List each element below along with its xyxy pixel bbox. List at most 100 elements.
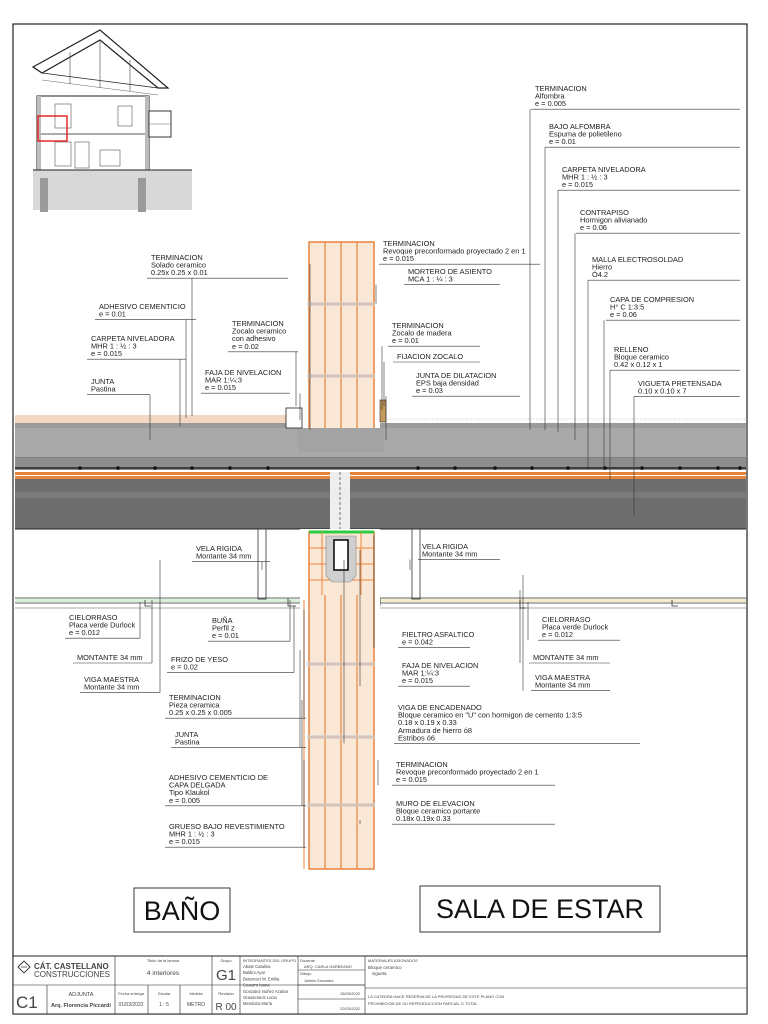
rebar-dot bbox=[566, 466, 570, 470]
title-caption: Titulo de la lamina bbox=[147, 958, 180, 963]
rebar-dot bbox=[716, 466, 720, 470]
label-line: EPS baja densidad bbox=[416, 379, 479, 388]
label-line: TERMINACION bbox=[151, 253, 203, 262]
label-line: MONTANTE 34 mm bbox=[533, 653, 599, 662]
label-line: ADHESIVO CEMENTICIO bbox=[99, 302, 186, 311]
label-line: TERMINACION bbox=[396, 760, 448, 769]
label-line: TERMINACION bbox=[383, 239, 435, 248]
label-line: MONTANTE 34 mm bbox=[77, 653, 143, 662]
key-plan-house-section bbox=[31, 29, 192, 212]
label-line: e = 0.015 bbox=[91, 349, 122, 358]
legal-line-2: PROHIBICION DE SU REPRODUCCION PARCIAL O… bbox=[368, 1001, 478, 1006]
label-line: e = 0.015 bbox=[402, 676, 433, 685]
key-plan-highlight-box bbox=[37, 115, 68, 142]
label-line: Montante 34 mm bbox=[196, 552, 251, 561]
member-name: Gonzalez Nuñez Azahar bbox=[243, 989, 289, 994]
members-caption: INTEGRANTES DEL GRUPO bbox=[243, 958, 296, 963]
label-line: ADHESIVO CEMENTICIO DE bbox=[169, 773, 268, 782]
label-line: Alfombra bbox=[535, 92, 565, 101]
logo-line1: CÁT. CASTELLANO bbox=[34, 962, 109, 971]
label-line: CIELORRASO bbox=[69, 613, 118, 622]
room-sala-box bbox=[419, 885, 661, 933]
label-line: VELA RIGIDA bbox=[422, 542, 468, 551]
label-line: e = 0.015 bbox=[383, 254, 414, 263]
label-line: MHR 1 : ½ : 3 bbox=[91, 342, 137, 351]
label-line: GRUESO BAJO REVESTIMIENTO bbox=[169, 822, 285, 831]
label-line: e = 0.03 bbox=[416, 386, 443, 395]
label-line: Tipo Klaukol bbox=[169, 788, 210, 797]
label-line: 0.10 x 0.10 x 7 bbox=[638, 387, 686, 396]
group-value: G1 bbox=[216, 967, 236, 984]
labels-left-lower-3: MONTANTE 34 mm bbox=[77, 653, 143, 662]
title-value: 4 interiores bbox=[147, 970, 180, 977]
rebar-dot bbox=[116, 466, 120, 470]
label-line: MAR 1:¼:3 bbox=[402, 669, 439, 678]
label-line: FAJA DE NIVELACION bbox=[205, 368, 281, 377]
materials-caption: MATERIALES ASIGNADOS bbox=[368, 958, 418, 963]
room-sala-de-estar: SALA DE ESTAR bbox=[436, 894, 644, 924]
label-line: e = 0.015 bbox=[562, 180, 593, 189]
label-line: CAPA DELGADA bbox=[169, 781, 226, 790]
label-line: CARPETA NIVELADORA bbox=[562, 165, 646, 174]
title-block: CÁT. CASTELLANO CONSTRUCCIONES C1 ADJUNT… bbox=[12, 955, 748, 1015]
rebar-dot bbox=[153, 466, 157, 470]
label-line: Ó4.2 bbox=[592, 270, 608, 279]
label-line: BUÑA bbox=[212, 616, 233, 625]
label-line: Armadura de hierro ó8 bbox=[398, 726, 472, 735]
rebar-dot bbox=[78, 466, 82, 470]
label-line: FRIZO DE YESO bbox=[171, 655, 228, 664]
label-line: MHR 1 : ½ : 3 bbox=[562, 173, 608, 182]
label-line: e = 0.01 bbox=[99, 310, 126, 319]
rebar-dot bbox=[416, 466, 420, 470]
label-line: CAPA DE COMPRESION bbox=[610, 295, 694, 304]
label-line: Pastina bbox=[175, 738, 201, 747]
legal-line-1: LA CATEDRA HACE RESERVA DE LA PROPIEDAD … bbox=[368, 994, 504, 999]
member-name: Grauseneck Lucia bbox=[243, 995, 277, 1000]
label-line: VIGA MAESTRA bbox=[84, 675, 139, 684]
label-line: e = 0.005 bbox=[169, 796, 200, 805]
label-line: e = 0.06 bbox=[580, 223, 607, 232]
label-line: MORTERO DE ASIENTO bbox=[408, 267, 492, 276]
label-line: e = 0.015 bbox=[396, 775, 427, 784]
label-line: 0.18 x 0.19 x 0.33 bbox=[398, 718, 457, 727]
label-line: 0.25x 0.25 x 0.01 bbox=[151, 268, 208, 277]
room-labels: BAÑO SALA DE ESTAR bbox=[133, 885, 661, 933]
labels-right-lower-3: MONTANTE 34 mm bbox=[533, 653, 599, 662]
label-line: MCA 1 : ¼ : 3 bbox=[408, 275, 453, 284]
label-line: MURO DE ELEVACION bbox=[396, 799, 475, 808]
author-name: Arq. Florencia Piccardi bbox=[51, 1003, 111, 1009]
label-line: 0.18x 0.19x 0.33 bbox=[396, 814, 451, 823]
label-line: MALLA ELECTROSOLDAD bbox=[592, 255, 683, 264]
label-line: Hormigon alivianado bbox=[580, 216, 647, 225]
rebar-dot bbox=[493, 466, 497, 470]
rebar-dot bbox=[453, 466, 457, 470]
unit-value: METRO bbox=[187, 1002, 205, 1008]
dibujo-value: Julieta Gonzalez bbox=[304, 978, 334, 983]
label-line: Bloque ceramico en "U" con hormigon de c… bbox=[398, 711, 582, 720]
label-line: TERMINACION bbox=[169, 693, 221, 702]
member-name: Ceaurro Ivana bbox=[243, 983, 270, 988]
label-line: Zocalo ceramico bbox=[232, 327, 286, 336]
label-line: e = 0.015 bbox=[205, 383, 236, 392]
label-line: e = 0.012 bbox=[69, 628, 100, 637]
label-line: RELLENO bbox=[614, 345, 649, 354]
date-field-2: 22/03/2022 bbox=[340, 1006, 361, 1011]
label-line: VIGUETA PRETENSADA bbox=[638, 379, 722, 388]
